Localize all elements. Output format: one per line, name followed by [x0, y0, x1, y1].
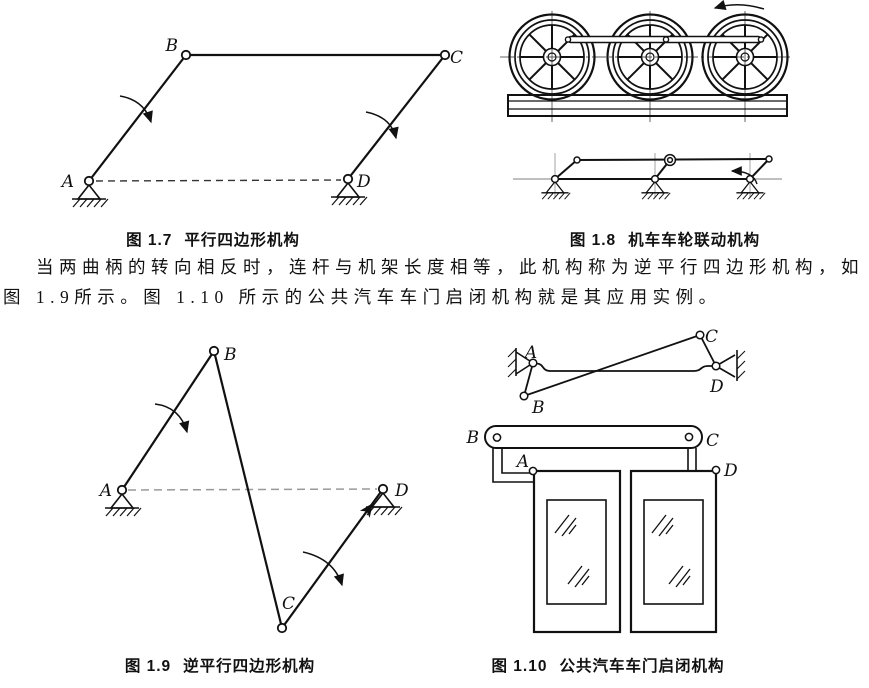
label-A: A — [60, 172, 74, 192]
figure-1-8-locomotive-wheels — [500, 0, 792, 200]
pin-right — [757, 36, 765, 43]
cranks — [554, 158, 770, 180]
joint-D — [377, 483, 389, 495]
frame-link-AD — [536, 362, 712, 372]
caption-number: 图 1.9 — [124, 658, 172, 675]
label-D: D — [394, 481, 409, 501]
crank-right — [749, 158, 770, 180]
joint-B — [519, 391, 529, 401]
frame-dashed-line-AD — [127, 488, 378, 491]
label-A: A — [98, 481, 112, 501]
rotation-arrow-left — [154, 403, 190, 434]
pin-left — [564, 36, 572, 43]
crank-AB — [121, 350, 215, 491]
joint-C-bar — [684, 432, 694, 442]
joint-A — [116, 484, 128, 496]
ground-right — [735, 180, 766, 200]
label-D: D — [723, 461, 738, 481]
door-schematic: A B C D — [507, 327, 746, 418]
label-C: C — [450, 48, 463, 68]
joint-D-door — [711, 465, 721, 475]
caption-fig-1-9: 图 1.9 逆平行四边形机构 — [70, 654, 370, 676]
schematic-joints — [550, 153, 773, 184]
figure-1-7-parallelogram-linkage: A B C D — [60, 36, 463, 208]
caption-number: 图 1.7 — [126, 232, 173, 249]
label-D: D — [709, 377, 724, 397]
crank-AB — [88, 54, 187, 182]
joint-A-door — [528, 466, 538, 476]
label-D: D — [356, 172, 371, 192]
caption-title: 公共汽车车门启闭机构 — [559, 658, 725, 675]
joint-B-bar — [492, 433, 502, 442]
joint-C — [695, 330, 705, 340]
joint-A — [83, 175, 95, 187]
body-paragraph: 当两曲柄的转向相反时，连杆与机架长度相等，此机构称为逆平行四边形机构，如 图 1… — [3, 252, 867, 312]
crank-DC — [281, 488, 384, 629]
crank-DC — [699, 334, 717, 367]
door-drawing: B C A D — [466, 425, 738, 634]
schematic-joints — [519, 330, 721, 401]
label-B: B — [466, 428, 480, 448]
figure-1-9-antiparallelogram-linkage: A B C D — [98, 345, 409, 634]
coupler-bar-BC — [484, 425, 703, 449]
joint-A — [528, 358, 538, 368]
pin-middle — [662, 36, 670, 43]
wall-mount-D — [715, 350, 746, 381]
figure-1-10-bus-door-mechanism: A B C D — [466, 327, 746, 634]
joint-C — [439, 49, 451, 61]
glass-hatch-marks — [554, 514, 691, 588]
paragraph-line-2: 图 1.9所示。图 1.10 所示的公共汽车车门启闭机构就是其应用实例。 — [3, 287, 722, 307]
joint-B — [180, 49, 192, 61]
caption-title: 机车车轮联动机构 — [628, 232, 761, 249]
crank-left — [554, 159, 578, 180]
caption-fig-1-10: 图 1.10 公共汽车车门启闭机构 — [458, 654, 758, 676]
caption-fig-1-7: 图 1.7 平行四边形机构 — [63, 228, 363, 250]
caption-title: 平行四边形机构 — [184, 232, 300, 249]
schematic-linkage — [513, 153, 782, 200]
rotation-arrow-schematic — [730, 166, 758, 185]
crank-AB — [523, 362, 534, 397]
label-C: C — [706, 431, 719, 451]
crank-pins — [564, 36, 765, 43]
ground-left — [540, 180, 571, 200]
coupler-BC — [523, 334, 701, 397]
left-door-window — [546, 499, 607, 605]
right-door-window — [643, 499, 704, 605]
label-C: C — [282, 594, 295, 614]
joint-B — [208, 345, 220, 357]
right-door-panel — [629, 469, 718, 634]
caption-fig-1-8: 图 1.8 机车车轮联动机构 — [515, 228, 815, 250]
frame-dashed-line-AD — [95, 179, 342, 182]
rotation-arrow-right — [365, 111, 399, 140]
label-A: A — [515, 452, 529, 472]
caption-number: 图 1.8 — [569, 232, 617, 249]
rotation-arrow-wheels — [713, 0, 765, 10]
ground-symbol-A — [71, 184, 109, 208]
coupler-BC — [212, 350, 284, 629]
revolute-joints — [116, 345, 389, 634]
rail — [507, 94, 788, 117]
joint-D — [711, 361, 721, 371]
joint-D — [342, 173, 354, 185]
crank-DC — [347, 54, 446, 180]
rotation-arrow-right — [302, 551, 344, 587]
ground-middle — [640, 180, 671, 200]
linkage-bars — [121, 350, 384, 629]
label-A: A — [523, 343, 537, 363]
caption-number: 图 1.10 — [491, 658, 548, 675]
label-C: C — [705, 327, 718, 347]
linkage-bars — [88, 53, 446, 182]
revolute-joints — [83, 49, 451, 187]
joint-C — [276, 622, 288, 634]
paragraph-line-1: 当两曲柄的转向相反时，连杆与机架长度相等，此机构称为逆平行四边形机构，如 — [36, 257, 864, 277]
label-B: B — [165, 36, 179, 56]
door-joints — [492, 432, 721, 476]
label-B: B — [223, 345, 237, 365]
rotation-arrow-left — [119, 95, 153, 124]
caption-title: 逆平行四边形机构 — [183, 658, 316, 675]
label-B: B — [531, 398, 545, 418]
